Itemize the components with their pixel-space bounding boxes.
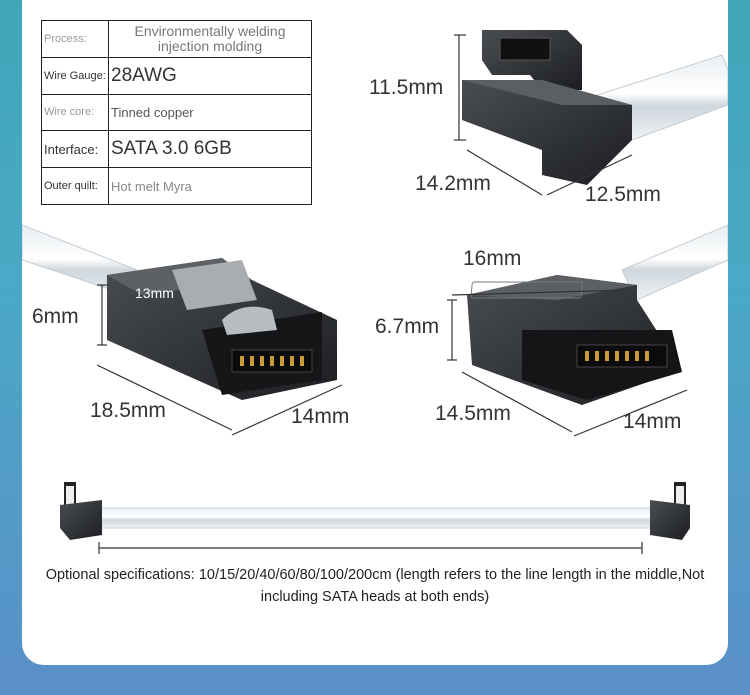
spec-row-process: Process: Environmentally welding injecti… [41, 20, 312, 58]
flat-connector [467, 224, 728, 405]
spec-table: Process: Environmentally welding injecti… [41, 20, 312, 205]
connector-illustrations [22, 30, 728, 554]
right-angle-dimension-lines [454, 34, 633, 196]
spec-value: 28AWG [108, 57, 312, 95]
spec-row-quilt: Outer quilt: Hot melt Myra [41, 167, 312, 205]
spec-label: Outer quilt: [41, 167, 109, 205]
spec-label: Process: [41, 20, 109, 58]
spec-row-core: Wire core: Tinned copper [41, 94, 312, 131]
dim-straight-length: 18.5mm [90, 399, 166, 422]
dim-right-angle-width: 12.5mm [585, 183, 661, 206]
dim-flat-depth: 14.5mm [435, 402, 511, 425]
straight-dimension-lines [96, 284, 343, 436]
spec-row-gauge: Wire Gauge: 28AWG [41, 57, 312, 95]
dim-right-angle-height: 11.5mm [369, 76, 444, 99]
dim-straight-width: 14mm [291, 405, 350, 428]
product-card: Process: Environmentally welding injecti… [22, 0, 728, 665]
spec-label: Wire core: [41, 94, 109, 131]
length-options-note: Optional specifications: 10/15/20/40/60/… [45, 567, 705, 605]
full-cable [60, 482, 690, 540]
spec-value: Hot melt Myra [108, 167, 312, 205]
spec-value: SATA 3.0 6GB [108, 130, 312, 168]
length-dimension-line [98, 542, 643, 554]
spec-label: Interface: [41, 130, 109, 168]
right-angle-connector [462, 30, 728, 185]
dim-straight-height: 6mm [32, 305, 79, 328]
spec-row-interface: Interface: SATA 3.0 6GB [41, 130, 312, 168]
dim-flat-height: 6.7mm [375, 315, 440, 338]
dim-flat-width: 14mm [623, 410, 682, 433]
spec-label: Wire Gauge: [41, 57, 109, 95]
flat-dimension-lines [447, 289, 688, 437]
straight-connector [22, 224, 337, 400]
dim-flat-length: 16mm [463, 247, 522, 270]
spec-value: Tinned copper [108, 94, 312, 131]
dim-right-angle-depth: 14.2mm [415, 172, 491, 195]
dim-straight-latch: 13mm [135, 285, 174, 301]
